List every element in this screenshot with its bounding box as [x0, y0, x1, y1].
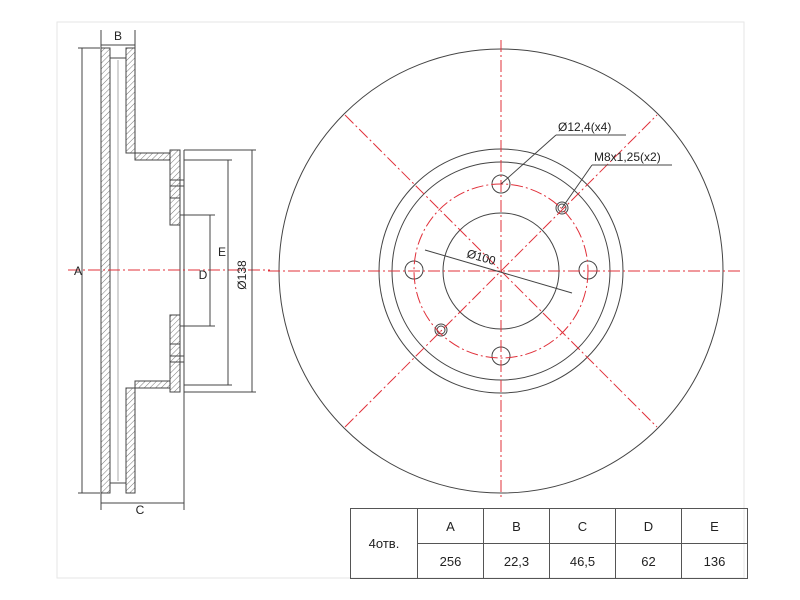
- front-center-lines: [268, 40, 740, 500]
- bolt-hole-callout-label: Ø12,4(x4): [558, 120, 611, 134]
- dimension-inner-diameter: [184, 149, 256, 393]
- value-b: 22,3: [483, 543, 550, 579]
- thread-hole-lower-left-inner: [436, 325, 446, 335]
- dimension-b: [100, 30, 136, 48]
- dimension-e-label: E: [218, 245, 226, 259]
- thread-hole-upper-right: [555, 201, 569, 215]
- header-c: C: [549, 508, 616, 544]
- right-friction-plate-lower: [125, 387, 136, 494]
- value-a: 256: [417, 543, 484, 579]
- pcd-label: Ø100: [465, 246, 497, 268]
- dimension-e: [184, 159, 232, 386]
- dimension-d-label: D: [199, 268, 208, 282]
- value-c: 46,5: [549, 543, 616, 579]
- dimension-a: [78, 47, 100, 494]
- value-d: 62: [615, 543, 682, 579]
- dimension-b-label: B: [114, 29, 122, 43]
- right-friction-plate: [125, 47, 136, 154]
- value-e: 136: [681, 543, 748, 579]
- spec-table-value-row: 256 22,3 46,5 62 136: [351, 543, 748, 579]
- side-section-view: [100, 47, 205, 494]
- dimension-inner-diameter-label: Ø138: [235, 260, 249, 290]
- spec-table: 4отв. A B C D E 256 22,3 46,5 62 136: [350, 508, 748, 579]
- holes-count-cell: 4отв.: [350, 508, 418, 579]
- header-d: D: [615, 508, 682, 544]
- hat-lower: [134, 380, 171, 389]
- header-e: E: [681, 508, 748, 544]
- dimension-c: [100, 392, 185, 510]
- dimension-d: [205, 214, 215, 327]
- thread-hole-lower-left: [434, 323, 448, 337]
- bolt-hole-callout: [500, 134, 626, 185]
- dimension-a-label: A: [74, 264, 82, 278]
- thread-hole-upper-right-inner: [557, 203, 567, 213]
- hat-upper: [134, 152, 171, 161]
- dimension-c-label: C: [136, 503, 145, 517]
- pcd-leader: [424, 249, 573, 294]
- spec-table-header-row: 4отв. A B C D E: [350, 508, 748, 579]
- header-a: A: [417, 508, 484, 544]
- thread-callout-label: M8x1,25(x2): [594, 150, 661, 164]
- thread-callout: [561, 164, 672, 209]
- header-b: B: [483, 508, 550, 544]
- drawing-frame: [56, 21, 745, 579]
